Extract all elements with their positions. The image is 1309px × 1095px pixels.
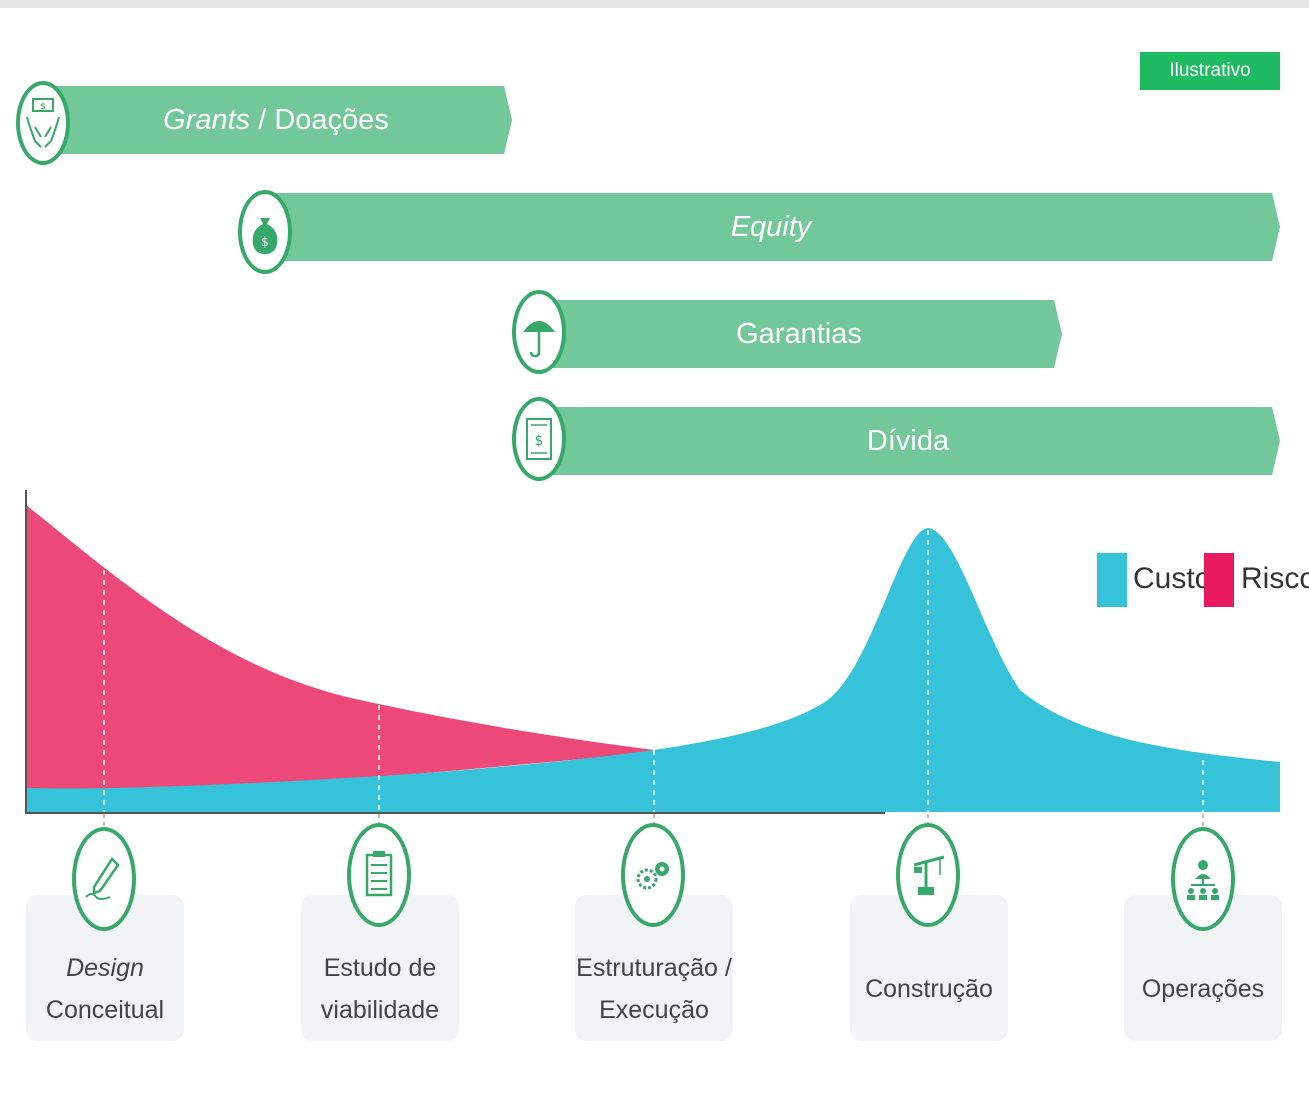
stage-guides (103, 530, 1204, 812)
money-bag-icon: $ (238, 190, 292, 274)
bar-garantias: Garantias (536, 300, 1062, 368)
legend-custo-swatch (1097, 553, 1127, 607)
legend-custo-label: Custo (1133, 562, 1212, 595)
bar-divida-label-rest: Dívida (866, 424, 950, 457)
stage-label-line1: Estruturação / (576, 954, 732, 982)
stage-label-estudo: Estudo de viabilidade (295, 947, 465, 1031)
bar-divida: Dívida (536, 407, 1280, 475)
stage-label-line1: Construção (865, 975, 993, 1003)
stage-label-line2: Execução (599, 996, 709, 1024)
umbrella-icon (512, 290, 566, 374)
team-hierarchy-icon (1171, 827, 1235, 931)
bar-divida-label: Dívida (867, 425, 949, 458)
bar-grants-label-rest: / Doações (250, 103, 389, 136)
custo-area (26, 528, 1280, 812)
bill-document-icon: $ (512, 397, 566, 481)
legend-risco-label: Risco (1241, 562, 1309, 595)
stage-label-operacoes: Operações (1118, 968, 1288, 1010)
risco-area (26, 505, 654, 790)
svg-text:$: $ (535, 433, 544, 449)
stage-label-line1: Operações (1141, 975, 1265, 1003)
pen-sign-icon (72, 827, 136, 931)
illustrative-badge: Ilustrativo (1140, 52, 1280, 90)
stage-label-design: Design Conceitual (20, 947, 190, 1031)
clipboard-checklist-icon (347, 823, 411, 927)
bar-garantias-label-rest: Garantias (736, 317, 862, 350)
bar-equity-label-italic: Equity (730, 210, 812, 243)
stage-label-line1: Estudo de (323, 954, 437, 982)
gears-icon (621, 823, 685, 927)
bar-equity: Equity (262, 193, 1280, 261)
stage-label-line1: Design (66, 954, 144, 982)
bar-grants-label: Grants / Doações (163, 104, 389, 137)
bar-garantias-label: Garantias (736, 318, 862, 351)
stage-label-line2: viabilidade (320, 996, 440, 1024)
crane-icon (896, 823, 960, 927)
hands-money-icon: $ (16, 81, 70, 165)
svg-text:$: $ (40, 102, 46, 112)
bar-grants: Grants / Doações (40, 86, 512, 154)
bar-equity-label: Equity (731, 211, 812, 244)
svg-text:$: $ (261, 235, 269, 249)
stage-label-line2: Conceitual (45, 996, 165, 1024)
bar-grants-label-italic: Grants (163, 103, 251, 136)
top-strip (0, 0, 1309, 8)
stage-label-estruturacao: Estruturação / Execução (569, 947, 739, 1031)
legend-risco-swatch (1204, 553, 1234, 607)
stage-label-construcao: Construção (844, 968, 1014, 1010)
